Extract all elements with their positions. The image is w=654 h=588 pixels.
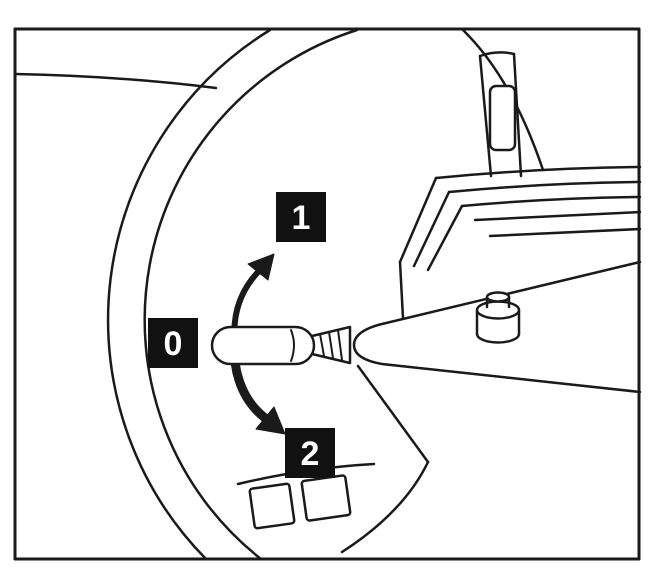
- column-bottom-curve: [340, 460, 430, 554]
- wheel-spoke-top-edge: [478, 51, 516, 58]
- instrument-hood-line-5: [488, 227, 642, 238]
- lever-tip-hatch-3: [337, 329, 343, 361]
- instrument-hood-line-4: [473, 210, 642, 222]
- instrument-hood-line-2: [447, 180, 642, 194]
- position-0-box: [148, 318, 198, 368]
- instrument-hood-left-2: [412, 190, 451, 268]
- instrument-hood-left-3: [426, 204, 464, 272]
- steering-wheel-inner-rim: [143, 28, 359, 561]
- stalk-knob-cap: [485, 291, 511, 303]
- instrument-hood-line-1: [434, 165, 642, 180]
- steering-column-left-edge: [398, 260, 405, 320]
- dashboard-edge-line: [13, 72, 218, 90]
- frame-border-overlay: [13, 27, 641, 561]
- wheel-spoke-right-edge: [512, 52, 523, 178]
- console-switch-left: [248, 482, 296, 530]
- lever-handle: [210, 325, 316, 366]
- line-art: 1 0 2: [13, 27, 642, 561]
- position-0-text: 0: [164, 325, 183, 363]
- up-arrowhead: [247, 253, 275, 281]
- wheel-spoke-left-edge: [478, 54, 493, 178]
- lever-tip-hatch-1: [319, 333, 325, 357]
- position-1-text: 1: [292, 199, 311, 237]
- position-2-text: 2: [301, 435, 320, 473]
- control-stalk-body: [352, 260, 642, 394]
- wheel-spoke-cutout: [488, 84, 517, 152]
- position-2-box: [285, 428, 335, 478]
- column-lower-diagonal: [356, 364, 430, 464]
- position-1-label: 1: [276, 192, 326, 242]
- down-arrowhead: [255, 406, 286, 435]
- steering-wheel-outer-rim: [106, 28, 272, 561]
- instrument-hood-line-3: [460, 195, 642, 208]
- lever-handle-cap-line: [290, 329, 295, 362]
- position-0-label: 0: [148, 318, 198, 368]
- stalk-knob-base: [475, 332, 521, 344]
- lever-tip-hatch-2: [328, 331, 334, 359]
- position-1-box: [276, 192, 326, 242]
- console-switch-right: [300, 474, 352, 522]
- stalk-knob-top: [475, 300, 521, 320]
- position-2-label: 2: [285, 428, 335, 478]
- instrument-hood-left-1: [398, 176, 438, 264]
